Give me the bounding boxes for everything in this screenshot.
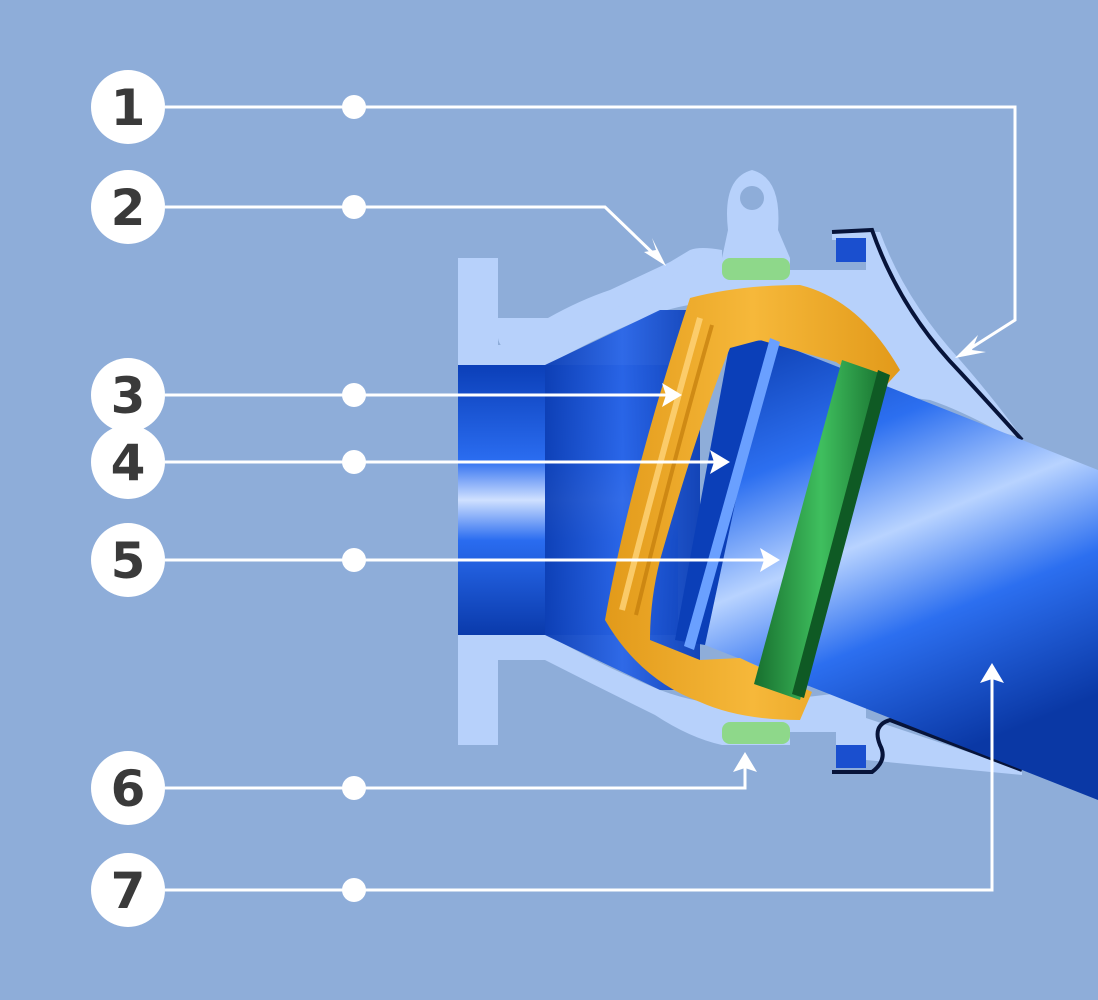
callout-number-1: 1 [111, 79, 146, 137]
top-lug [722, 170, 790, 258]
right-pipe-inner-end [675, 340, 770, 645]
callout-number-7: 7 [111, 862, 146, 920]
pipe-seal [754, 360, 888, 700]
callout-number-5: 5 [111, 532, 146, 590]
callout-badge-3: 3 [91, 358, 165, 432]
callout-badge-6: 6 [91, 751, 165, 825]
clamp-top-blue [836, 238, 866, 262]
callout-number-3: 3 [111, 367, 146, 425]
clamp-bottom-blue [836, 745, 866, 768]
bottom-gasket [722, 722, 790, 744]
clamp-flare-bottom [866, 718, 1022, 775]
top-gasket [722, 258, 790, 280]
clamp-flare-bottom-edge [832, 717, 1023, 774]
clamp-flare-top [866, 232, 1022, 438]
callout-lines [165, 105, 1017, 892]
flange-housing [458, 248, 722, 352]
clamp-flare-top-edge [831, 227, 1024, 442]
right-pipe [705, 340, 1098, 800]
callout-dots [342, 95, 366, 902]
callout-badge-5: 5 [91, 523, 165, 597]
snap-ring [684, 338, 780, 650]
callout-number-6: 6 [111, 760, 146, 818]
callout-number-4: 4 [111, 434, 146, 492]
lug-hole [740, 186, 764, 210]
callout-badge-1: 1 [91, 70, 165, 144]
pipe-seal-lip [792, 370, 890, 698]
retaining-ring-shadow [634, 324, 714, 616]
callout-badge-4: 4 [91, 425, 165, 499]
callout-badge-7: 7 [91, 853, 165, 927]
callout-badge-2: 2 [91, 170, 165, 244]
callout-arrowheads [644, 238, 1004, 772]
callout-number-2: 2 [111, 179, 146, 237]
